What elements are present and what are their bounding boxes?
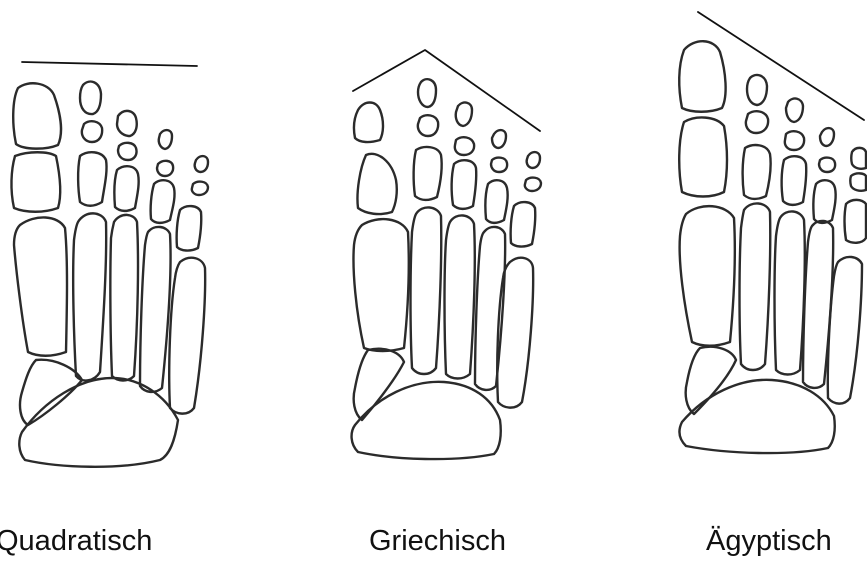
- toe2-middle-phalanx: [82, 121, 102, 142]
- toe1-distal-phalanx: [354, 103, 383, 143]
- toe3-distal-phalanx: [456, 103, 472, 126]
- toe4-middle-phalanx: [819, 158, 835, 172]
- toe5-proximal-phalanx: [177, 206, 202, 250]
- cuneiform-bone: [354, 349, 404, 420]
- metatarsal-5: [169, 258, 205, 414]
- toe1-distal-phalanx: [13, 83, 61, 148]
- reference-line-straight: [22, 62, 197, 66]
- toe4-middle-phalanx: [491, 158, 507, 172]
- toe1-proximal-phalanx: [679, 117, 727, 196]
- metatarsal-5: [497, 258, 533, 408]
- metatarsal-1: [353, 219, 408, 351]
- metatarsal-2: [73, 213, 106, 380]
- caption-aegyptisch: Ägyptisch: [706, 527, 832, 556]
- toe5-distal-phalanx: [851, 148, 866, 169]
- caption-quadratisch: Quadratisch: [0, 527, 152, 556]
- metatarsal-2: [740, 203, 771, 370]
- toe4-proximal-phalanx: [151, 180, 175, 223]
- toe5-middle-phalanx: [192, 182, 208, 195]
- tarsal-bone: [19, 378, 178, 467]
- toe1-distal-phalanx: [679, 41, 725, 112]
- toe2-middle-phalanx: [746, 111, 768, 133]
- toe5-distal-phalanx: [527, 152, 540, 168]
- toe4-distal-phalanx: [159, 130, 172, 149]
- toe5-distal-phalanx: [195, 156, 208, 172]
- toe3-middle-phalanx: [118, 143, 137, 160]
- toe5-middle-phalanx: [525, 178, 541, 191]
- toe2-proximal-phalanx: [414, 147, 442, 200]
- toe2-proximal-phalanx: [743, 145, 771, 199]
- reference-line-peak: [353, 50, 540, 131]
- metatarsal-3: [775, 211, 805, 374]
- toe3-proximal-phalanx: [114, 166, 138, 211]
- toe3-distal-phalanx: [117, 111, 137, 136]
- toe5-middle-phalanx: [850, 173, 866, 190]
- cuneiform-bone: [686, 347, 736, 414]
- toe5-proximal-phalanx: [845, 200, 867, 243]
- tarsal-bone: [679, 380, 834, 453]
- metatarsal-3: [445, 215, 475, 378]
- metatarsal-3: [110, 215, 138, 381]
- toe2-distal-phalanx: [80, 82, 101, 115]
- toe3-middle-phalanx: [785, 131, 804, 150]
- toe4-proximal-phalanx: [813, 180, 835, 223]
- foot-aegyptisch: [679, 12, 866, 453]
- toe3-proximal-phalanx: [452, 160, 477, 209]
- toe1-proximal-phalanx: [11, 152, 60, 212]
- toe4-distal-phalanx: [820, 128, 834, 146]
- toe3-proximal-phalanx: [782, 156, 807, 205]
- tarsal-bone: [352, 382, 501, 459]
- metatarsal-1: [680, 206, 735, 346]
- caption-griechisch: Griechisch: [369, 527, 506, 556]
- toe4-proximal-phalanx: [485, 180, 507, 223]
- toe5-proximal-phalanx: [511, 202, 536, 246]
- toe2-middle-phalanx: [418, 115, 438, 136]
- toe4-distal-phalanx: [492, 130, 506, 148]
- foot-quadratisch: [11, 62, 208, 467]
- toe3-distal-phalanx: [786, 99, 803, 122]
- metatarsal-4: [140, 227, 171, 392]
- foot-griechisch: [352, 50, 541, 459]
- toe1-proximal-phalanx: [357, 154, 396, 214]
- toe2-proximal-phalanx: [78, 152, 106, 206]
- cuneiform-bone: [20, 360, 82, 425]
- toe3-middle-phalanx: [455, 137, 474, 155]
- toe2-distal-phalanx: [418, 79, 436, 107]
- metatarsal-1: [14, 217, 67, 355]
- metatarsal-5: [828, 257, 862, 404]
- toe4-middle-phalanx: [157, 161, 173, 176]
- metatarsal-2: [411, 207, 442, 374]
- toe2-distal-phalanx: [747, 75, 767, 105]
